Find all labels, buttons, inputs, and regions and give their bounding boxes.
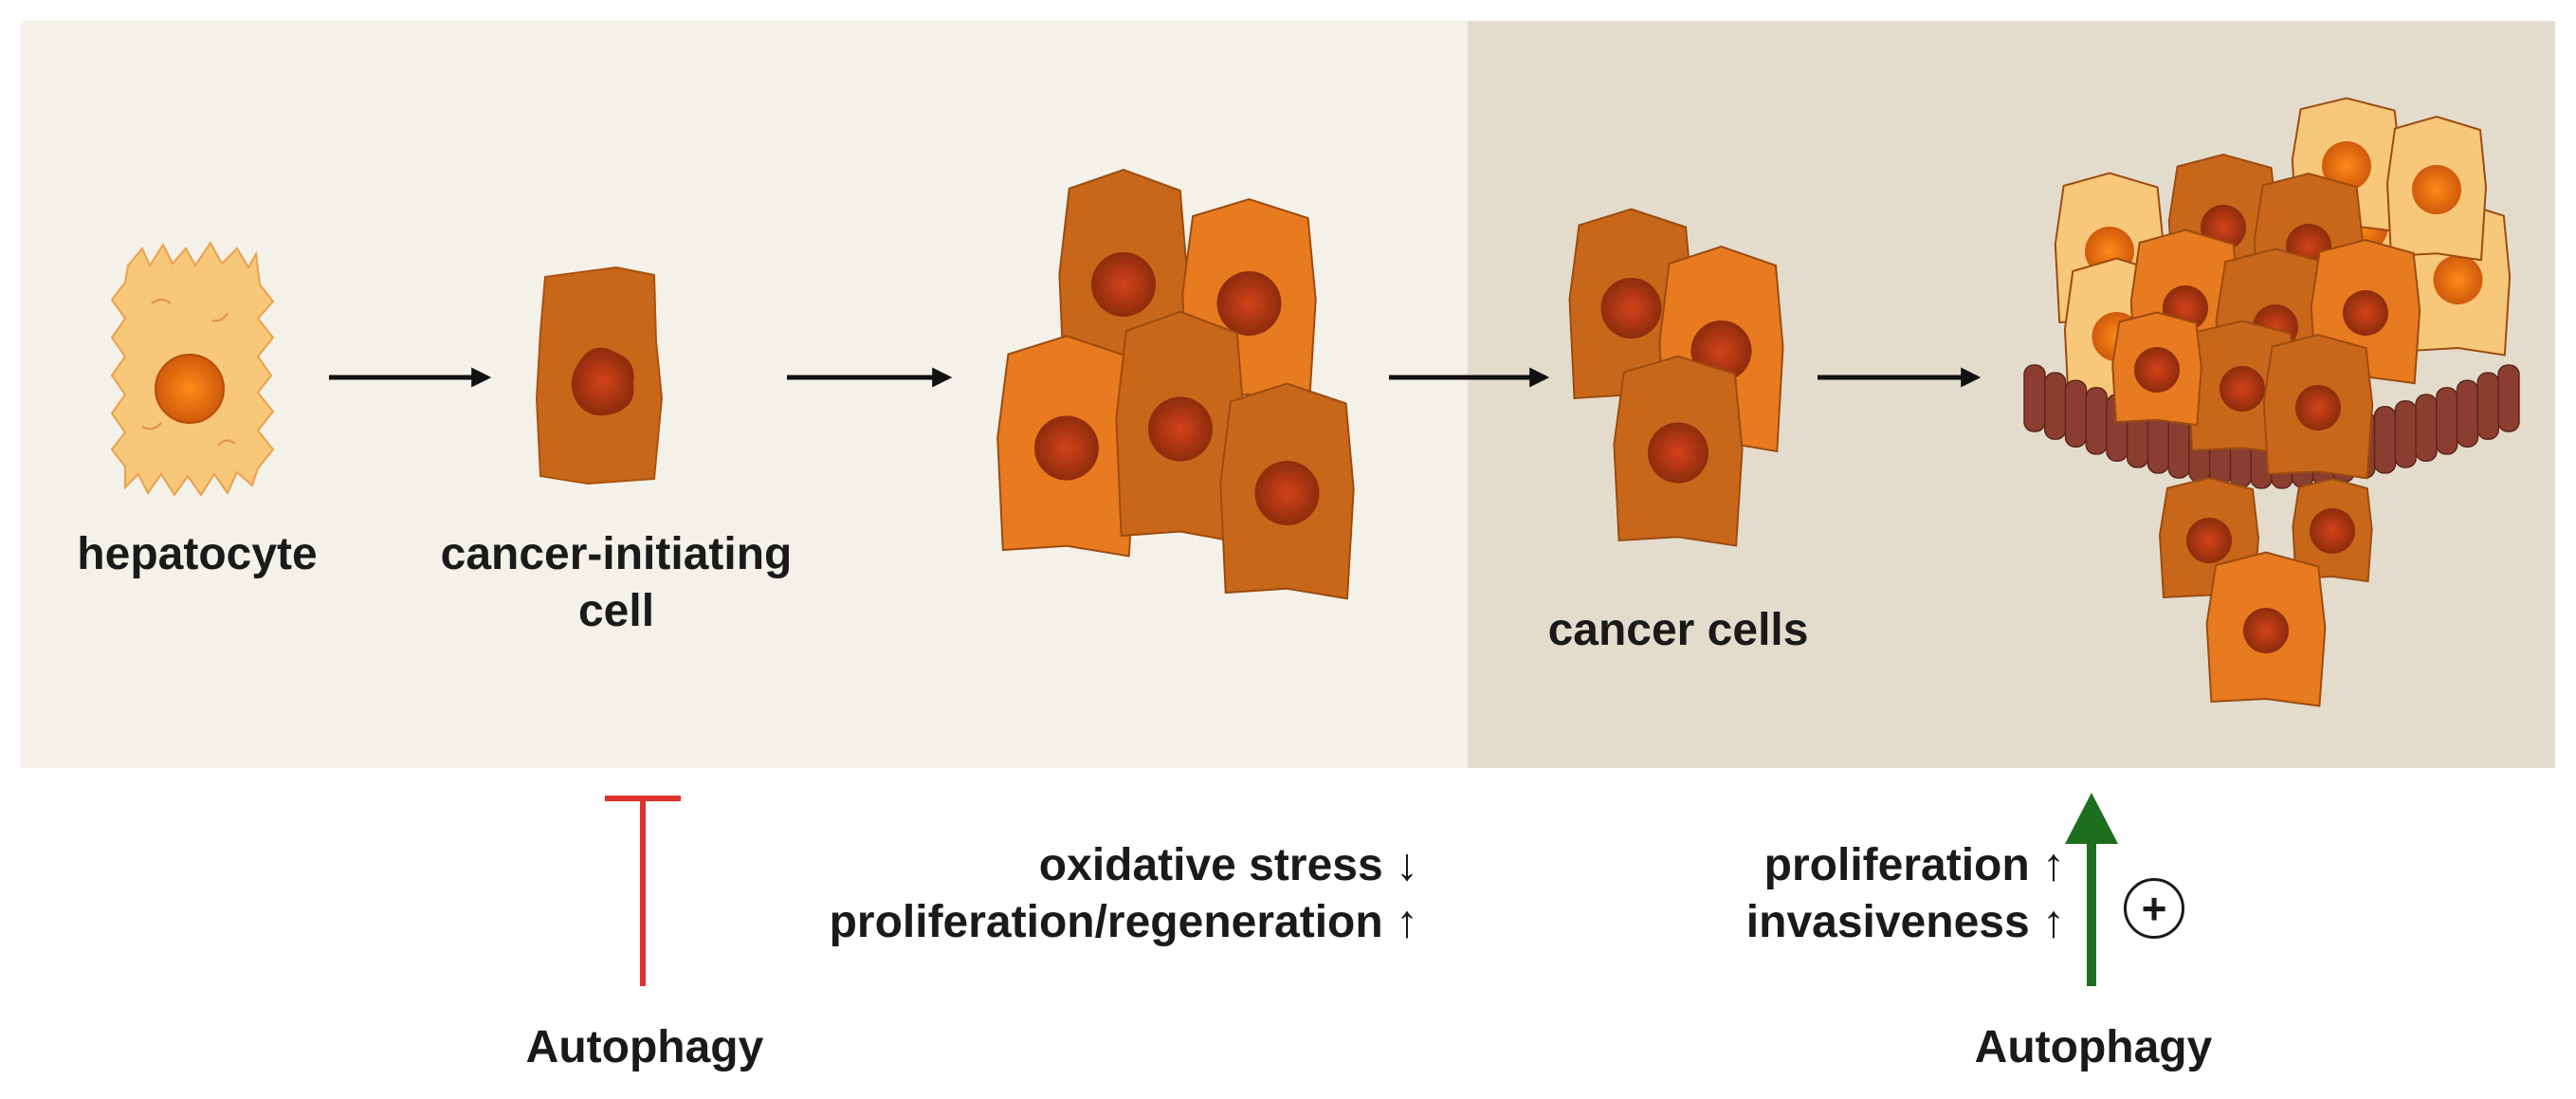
cancer-cell-cluster bbox=[1568, 208, 1784, 547]
proliferating-cell-cluster bbox=[996, 168, 1355, 600]
right-autophagy-label: Autophagy bbox=[1974, 1022, 2213, 1072]
positive-regulation-icon: + bbox=[2124, 878, 2184, 939]
cancer-cell bbox=[1115, 310, 1246, 543]
tissue-cell bbox=[2456, 379, 2479, 448]
cancer-cell bbox=[1613, 355, 1744, 547]
normal-hepatocyte bbox=[2385, 115, 2488, 262]
tissue-cell bbox=[2373, 406, 2397, 474]
cell-nucleus bbox=[2322, 141, 2371, 191]
cell-nucleus bbox=[2412, 165, 2461, 214]
hepatocyte-label: hepatocyte bbox=[77, 529, 318, 579]
cell-nucleus bbox=[2343, 290, 2388, 336]
cell-nucleus bbox=[1148, 396, 1213, 462]
left-effect-line2: proliferation/regeneration ↑ bbox=[829, 897, 1418, 947]
hepatocyte-cell bbox=[110, 241, 275, 497]
tissue-cell bbox=[2023, 364, 2046, 432]
tissue-cell bbox=[2476, 372, 2500, 440]
tissue-cell bbox=[2497, 364, 2520, 432]
tissue-cell bbox=[2415, 394, 2438, 462]
cancer-initiating-label-line2: cell bbox=[577, 586, 655, 636]
cancer-cell bbox=[1219, 382, 1355, 600]
cell-nucleus bbox=[2295, 385, 2341, 430]
cancer-cell bbox=[2205, 551, 2327, 707]
cancer-initiating-label-line1: cancer-initiating bbox=[440, 529, 793, 579]
inhibition-bar-icon bbox=[605, 796, 681, 986]
left-effect-line1: oxidative stress ↓ bbox=[1038, 840, 1418, 890]
cell-nucleus bbox=[2186, 518, 2232, 563]
cell-nucleus bbox=[2433, 255, 2483, 304]
cancer-initiating-cell bbox=[535, 266, 664, 485]
cell-nucleus bbox=[2310, 508, 2355, 554]
invasive-tumor bbox=[2023, 97, 2520, 707]
tissue-cell bbox=[2085, 387, 2108, 455]
cell-nucleus bbox=[1648, 422, 1708, 484]
hepatocyte-nucleus bbox=[155, 354, 225, 424]
cell-nucleus bbox=[2220, 366, 2265, 412]
right-effect-line2: invasiveness ↑ bbox=[1745, 897, 2065, 947]
tissue-cell bbox=[2436, 387, 2458, 455]
left-autophagy-label: Autophagy bbox=[525, 1022, 764, 1072]
right-effect-line1: proliferation ↑ bbox=[1763, 840, 2065, 890]
cell-nucleus bbox=[1034, 415, 1099, 481]
cancer-cell bbox=[2262, 333, 2374, 480]
cell-nucleus bbox=[1216, 271, 1282, 336]
cancer-cell bbox=[2111, 311, 2202, 427]
tissue-cell bbox=[2043, 372, 2067, 440]
tissue-cell bbox=[2394, 400, 2418, 468]
cancer-cell bbox=[996, 335, 1137, 558]
cancer-cell bbox=[2292, 477, 2373, 583]
cell-nucleus bbox=[1254, 461, 1320, 525]
cell-nucleus bbox=[2243, 608, 2289, 653]
cell-nucleus bbox=[2134, 347, 2180, 393]
cell-nucleus bbox=[1091, 252, 1156, 317]
tissue-cell bbox=[2064, 379, 2088, 448]
cell-nucleus bbox=[1600, 278, 1662, 339]
cancer-cells-label: cancer cells bbox=[1547, 605, 1809, 655]
up-arrow-icon bbox=[2065, 793, 2118, 986]
